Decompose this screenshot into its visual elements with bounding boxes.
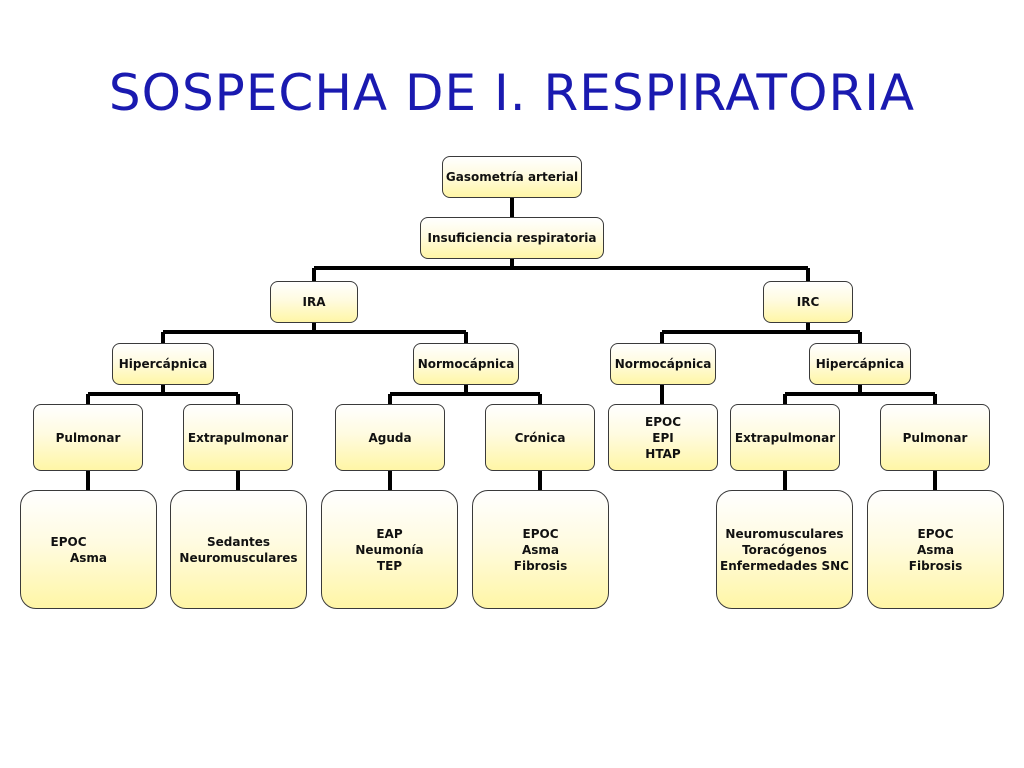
node-label: Extrapulmonar xyxy=(187,430,289,445)
leaf-line: Asma xyxy=(916,542,955,557)
node-irc-normocapnica: Normocápnica xyxy=(610,343,716,385)
node-ira-hipercapnica: Hipercápnica xyxy=(112,343,214,385)
node-label: Hipercápnica xyxy=(118,357,208,371)
leaf-line: EPOC xyxy=(50,534,87,549)
node-label: Aguda xyxy=(368,430,412,445)
leaf-line: EPOC xyxy=(522,526,559,541)
node-line: HTAP xyxy=(645,446,681,461)
leaf-line: EPOC xyxy=(917,526,954,541)
leaf-line: Neuromusculares xyxy=(725,526,844,541)
node-label: Insuficiencia respiratoria xyxy=(427,231,597,245)
node-label: Hipercápnica xyxy=(815,357,905,371)
node-line: EPOC xyxy=(645,414,681,429)
leaf-line: Neuromusculares xyxy=(179,550,298,565)
leaf-ira-aguda-causas: EAP Neumonía TEP xyxy=(321,490,458,609)
node-irc-extrapulmonar: Extrapulmonar xyxy=(730,404,840,471)
leaf-irc-pulmonar-causas: EPOC Asma Fibrosis xyxy=(867,490,1004,609)
node-label: Gasometría arterial xyxy=(445,170,579,184)
node-label: Extrapulmonar xyxy=(734,430,836,445)
node-ira-extrapulmonar: Extrapulmonar xyxy=(183,404,293,471)
leaf-line: Fibrosis xyxy=(908,558,963,573)
node-label: Pulmonar xyxy=(55,430,121,445)
leaf-line: Sedantes xyxy=(206,534,271,549)
node-label: Crónica xyxy=(514,430,566,445)
leaf-line: Toracógenos xyxy=(742,542,827,557)
slide-title: SOSPECHA DE I. RESPIRATORIA xyxy=(108,64,916,122)
leaf-ira-pulmonar-causas: EPOC Asma xyxy=(20,490,157,609)
node-label: IRC xyxy=(796,295,820,309)
node-label: Pulmonar xyxy=(902,430,968,445)
node-irc-hipercapnica: Hipercápnica xyxy=(809,343,911,385)
leaf-line: EAP xyxy=(376,526,403,541)
node-irc: IRC xyxy=(763,281,853,323)
node-label: Normocápnica xyxy=(417,357,515,371)
node-ira-pulmonar: Pulmonar xyxy=(33,404,143,471)
leaf-line: Asma xyxy=(521,542,560,557)
leaf-ira-cronica-causas: EPOC Asma Fibrosis xyxy=(472,490,609,609)
node-insuficiencia-respiratoria: Insuficiencia respiratoria xyxy=(420,217,604,259)
node-ira-aguda: Aguda xyxy=(335,404,445,471)
node-gasometria-arterial: Gasometría arterial xyxy=(442,156,582,198)
leaf-line: TEP xyxy=(376,558,403,573)
node-label: IRA xyxy=(302,295,326,309)
leaf-line: Neumonía xyxy=(355,542,424,557)
leaf-line: Fibrosis xyxy=(513,558,568,573)
node-ira-normocapnica: Normocápnica xyxy=(413,343,519,385)
node-ira: IRA xyxy=(270,281,358,323)
leaf-line: Enfermedades SNC xyxy=(720,558,849,573)
node-irc-pulmonar: Pulmonar xyxy=(880,404,990,471)
leaf-ira-extrapulmonar-causas: Sedantes Neuromusculares xyxy=(170,490,307,609)
leaf-line: Asma xyxy=(69,550,108,565)
node-ira-cronica: Crónica xyxy=(485,404,595,471)
node-irc-normo-causas: EPOC EPI HTAP xyxy=(608,404,718,471)
node-label: Normocápnica xyxy=(614,357,712,371)
leaf-irc-extrapulmonar-causas: Neuromusculares Toracógenos Enfermedades… xyxy=(716,490,853,609)
node-line: EPI xyxy=(652,430,674,445)
